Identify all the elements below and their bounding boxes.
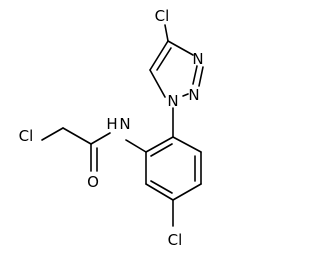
atom-cl-bottom: Cl xyxy=(168,231,183,249)
bond-c4-n3 xyxy=(167,40,194,56)
atom-cl-top: Cl xyxy=(155,7,170,25)
bond-ch2-cl xyxy=(41,127,64,141)
atom-o-carbonyl: O xyxy=(87,173,99,191)
bond-c6-c1 xyxy=(172,136,202,153)
bond-carbonyl-ch2 xyxy=(62,127,92,145)
atom-n-triazole-bottom: N xyxy=(167,92,178,110)
molecule-svg: Cl N N N Cl N H O Cl xyxy=(19,7,204,249)
atom-h-amide: H xyxy=(106,115,117,133)
bond-n3-n2-a xyxy=(192,65,198,85)
bond-c2-nh xyxy=(125,139,147,153)
atom-n-amide: N xyxy=(119,115,130,133)
atom-cl-left: Cl xyxy=(19,127,34,145)
bond-n2-n1 xyxy=(182,93,189,97)
bonds xyxy=(41,24,204,227)
atom-n-triazole-upper: N xyxy=(192,50,203,68)
atom-n-triazole-right: N xyxy=(188,86,199,104)
bond-n3-n2-b xyxy=(198,66,204,87)
bond-c3-c4-inner xyxy=(150,180,173,194)
bond-c1-c2 xyxy=(145,136,174,153)
bond-c1-c2-inner xyxy=(150,143,173,157)
bond-nh-carbonyl xyxy=(90,132,111,145)
bond-c5-c4-a xyxy=(149,40,169,71)
bond-c5-c4-b xyxy=(156,47,172,71)
bond-cl-c4 xyxy=(164,24,169,42)
atom-labels: Cl N N N Cl N H O Cl xyxy=(19,7,204,249)
bond-c4-c5 xyxy=(172,183,202,201)
bond-n1-c5 xyxy=(149,69,166,98)
molecule-structure-diagram: Cl N N N Cl N H O Cl xyxy=(19,7,204,249)
bond-c3-c4 xyxy=(145,183,174,201)
